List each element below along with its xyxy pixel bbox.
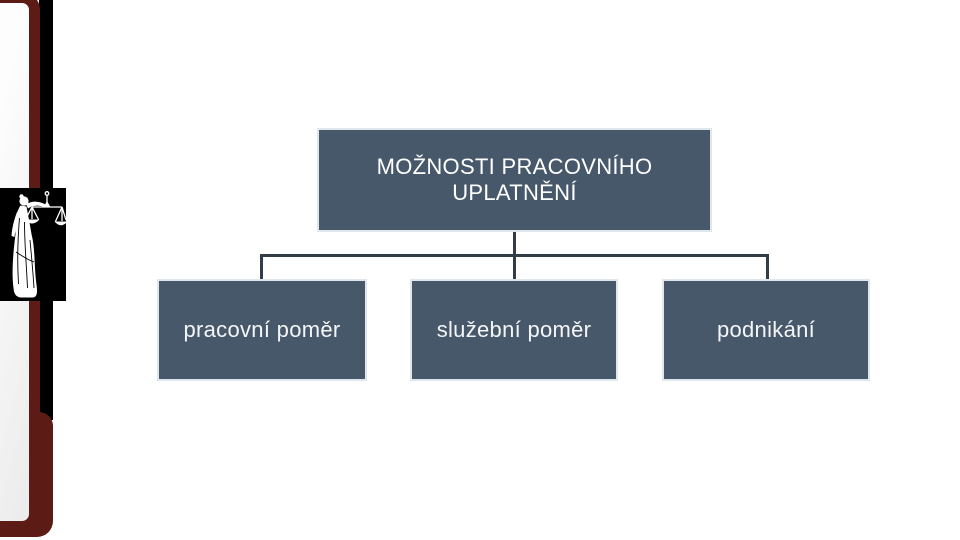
connector-stub-child-2 — [513, 254, 516, 279]
org-chart-child-node-2: služební poměr — [410, 279, 618, 381]
child-node-label: služební poměr — [436, 317, 592, 342]
connector-root-stem — [513, 232, 516, 256]
lady-justice-image — [0, 188, 68, 301]
child-node-label: podnikání — [716, 317, 816, 342]
org-chart-child-node-3: podnikání — [662, 279, 870, 381]
child-node-label: pracovní poměr — [183, 317, 341, 342]
connector-stub-child-1 — [260, 254, 263, 279]
org-chart-child-node-1: pracovní poměr — [157, 279, 367, 381]
lady-justice-icon — [0, 188, 68, 301]
org-chart-root-node: MOŽNOSTI PRACOVNÍHO UPLATNĚNÍ — [317, 128, 712, 232]
root-node-label: MOŽNOSTI PRACOVNÍHO UPLATNĚNÍ — [376, 154, 653, 205]
connector-stub-child-3 — [766, 254, 769, 279]
